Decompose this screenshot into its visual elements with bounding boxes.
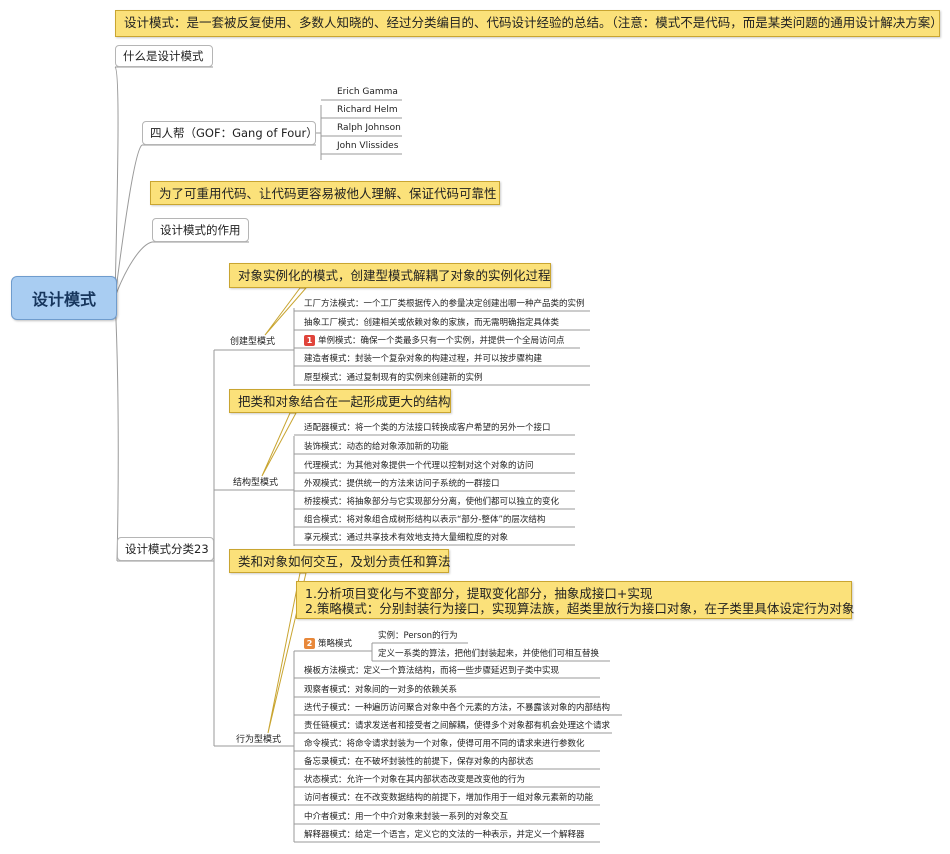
structural-item-text: 外观模式：提供统一的方法来访问子系统的一群接口 [304,479,500,489]
topic-behavioral[interactable]: 行为型模式 [236,735,282,745]
note-strategy-line-1: 1.分析项目变化与不变部分，提取变化部分，抽象成接口+实现 [305,586,653,601]
note-behavioral: 类和对象如何交互，及划分责任和算法 [229,549,451,573]
note-strategy-line-2: 2.策略模式：分别封装行为接口，实现算法族，超类里放行为接口对象，在子类里具体设… [305,601,855,616]
structural-item-text: 装饰模式：动态的给对象添加新的功能 [304,442,449,452]
gof-member[interactable]: Richard Helm [337,105,398,115]
behavioral-item[interactable]: 访问者模式：在不改变数据结构的前提下，增加作用于一组对象元素新的功能 [304,791,593,805]
gof-member[interactable]: Ralph Johnson [337,123,401,133]
connector [267,572,307,734]
connector [114,66,119,298]
behavioral-item-text: 迭代子模式：一种遍历访问聚合对象中各个元素的方法，不暴露该对象的内部结构 [304,703,611,713]
creational-item[interactable]: 原型模式：通过复制现有的实例来创建新的实例 [304,371,483,385]
behavioral-item[interactable]: 迭代子模式：一种遍历访问聚合对象中各个元素的方法，不暴露该对象的内部结构 [304,701,610,715]
creational-item-text: 单例模式：确保一个类最多只有一个实例，并提供一个全局访问点 [318,336,565,346]
strategy-child-text: 定义一系类的算法，把他们封装起来，并使他们可相互替换 [378,649,600,659]
behavioral-item-text: 状态模式：允许一个对象在其内部状态改变是改变他的行为 [304,775,526,785]
behavioral-item[interactable]: 责任链模式：请求发送者和接受者之间解耦，使得多个对象都有机会处理这个请求 [304,719,610,733]
priority-2-icon: 2 [304,638,315,649]
behavioral-item-text: 观察者模式：对象间的一对多的依赖关系 [304,685,458,695]
topic-what-is-design-pattern[interactable]: 什么是设计模式 [115,45,213,67]
root-topic[interactable]: 设计模式 [11,276,117,320]
behavioral-item[interactable]: 中介者模式：用一个中介对象来封装一系列的对象交互 [304,810,508,824]
structural-item-text: 组合模式：将对象组合成树形结构以表示“部分-整体”的层次结构 [304,515,546,525]
note-strategy: 1.分析项目变化与不变部分，提取变化部分，抽象成接口+实现 2.策略模式：分别封… [296,581,855,619]
connector [114,296,119,562]
behavioral-item[interactable]: 解释器模式：给定一个语言，定义它的文法的一种表示，并定义一个解释器 [304,828,585,842]
structural-item[interactable]: 代理模式：为其他对象提供一个代理以控制对这个对象的访问 [304,459,534,473]
note-creational: 对象实例化的模式，创建型模式解耦了对象的实例化过程 [229,263,551,288]
structural-item[interactable]: 适配器模式：将一个类的方法接口转换成客户希望的另外一个接口 [304,421,551,435]
topic-gang-of-four[interactable]: 四人帮（GOF：Gang of Four） [142,121,318,145]
behavioral-item-text: 命令模式：将命令请求封装为一个对象，使得可用不同的请求来进行参数化 [304,739,585,749]
creational-item-text: 建造者模式：封装一个复杂对象的构建过程，并可以按步骤构建 [304,354,543,364]
strategy-label: 策略模式 [318,639,353,649]
behavioral-item-text: 模板方法模式：定义一个算法结构，而将一些步骤延迟到子类中实现 [304,666,560,676]
topic-creational[interactable]: 创建型模式 [230,337,276,347]
behavioral-item[interactable]: 命令模式：将命令请求封装为一个对象，使得可用不同的请求来进行参数化 [304,737,585,751]
connector [114,144,143,298]
structural-item[interactable]: 组合模式：将对象组合成树形结构以表示“部分-整体”的层次结构 [304,513,545,527]
behavioral-item-text: 责任链模式：请求发送者和接受者之间解耦，使得多个对象都有机会处理这个请求 [304,721,611,731]
behavioral-item-text: 访问者模式：在不改变数据结构的前提下，增加作用于一组对象元素新的功能 [304,793,594,803]
topic-classification[interactable]: 设计模式分类23 [117,537,214,561]
connector [114,241,153,298]
topic-structural[interactable]: 结构型模式 [233,478,279,488]
behavioral-item[interactable]: 备忘录模式：在不破坏封装性的前提下，保存对象的内部状态 [304,755,534,769]
structural-item[interactable]: 外观模式：提供统一的方法来访问子系统的一群接口 [304,477,500,491]
creational-item-text: 原型模式：通过复制现有的实例来创建新的实例 [304,373,483,383]
behavioral-item-text: 中介者模式：用一个中介对象来封装一系列的对象交互 [304,812,509,822]
strategy-child[interactable]: 定义一系类的算法，把他们封装起来，并使他们可相互替换 [378,647,599,661]
creational-item-text: 工厂方法模式：一个工厂类根据传入的参量决定创建出哪一种产品类的实例 [304,299,585,309]
note-purpose: 为了可重用代码、让代码更容易被他人理解、保证代码可靠性 [150,181,500,205]
connector [264,287,308,336]
structural-item[interactable]: 桥接模式：将抽象部分与它实现部分分离，使他们都可以独立的变化 [304,495,559,509]
behavioral-item[interactable]: 模板方法模式：定义一个算法结构，而将一些步骤延迟到子类中实现 [304,664,559,678]
behavioral-item-text: 解释器模式：给定一个语言，定义它的文法的一种表示，并定义一个解释器 [304,830,585,840]
structural-item-text: 代理模式：为其他对象提供一个代理以控制对这个对象的访问 [304,461,534,471]
strategy-child[interactable]: 实例：Person的行为 [378,629,458,643]
structural-item[interactable]: 享元模式：通过共享技术有效地支持大量细粒度的对象 [304,531,508,545]
structural-item[interactable]: 装饰模式：动态的给对象添加新的功能 [304,440,449,454]
structural-item-text: 桥接模式：将抽象部分与它实现部分分离，使他们都可以独立的变化 [304,497,560,507]
behavioral-item[interactable]: 观察者模式：对象间的一对多的依赖关系 [304,683,457,697]
strategy-child-text: 实例：Person的行为 [378,631,458,641]
structural-item-text: 适配器模式：将一个类的方法接口转换成客户希望的另外一个接口 [304,423,551,433]
gof-member[interactable]: John Vlissides [337,141,399,151]
gof-member[interactable]: Erich Gamma [337,87,398,97]
creational-item[interactable]: 工厂方法模式：一个工厂类根据传入的参量决定创建出哪一种产品类的实例 [304,297,585,311]
note-structural: 把类和对象结合在一起形成更大的结构 [229,389,451,413]
creational-item-text: 抽象工厂模式：创建相关或依赖对象的家族，而无需明确指定具体类 [304,318,560,328]
behavioral-item-text: 备忘录模式：在不破坏封装性的前提下，保存对象的内部状态 [304,757,534,767]
structural-item-text: 享元模式：通过共享技术有效地支持大量细粒度的对象 [304,533,509,543]
priority-1-icon: 1 [304,335,315,346]
creational-item[interactable]: 建造者模式：封装一个复杂对象的构建过程，并可以按步骤构建 [304,352,542,366]
creational-item[interactable]: 抽象工厂模式：创建相关或依赖对象的家族，而无需明确指定具体类 [304,316,559,330]
note-definition: 设计模式：是一套被反复使用、多数人知晓的、经过分类编目的、代码设计经验的总结。（… [115,10,943,37]
connector [261,412,297,477]
topic-purpose[interactable]: 设计模式的作用 [152,218,249,242]
behavioral-item[interactable]: 状态模式：允许一个对象在其内部状态改变是改变他的行为 [304,773,525,787]
